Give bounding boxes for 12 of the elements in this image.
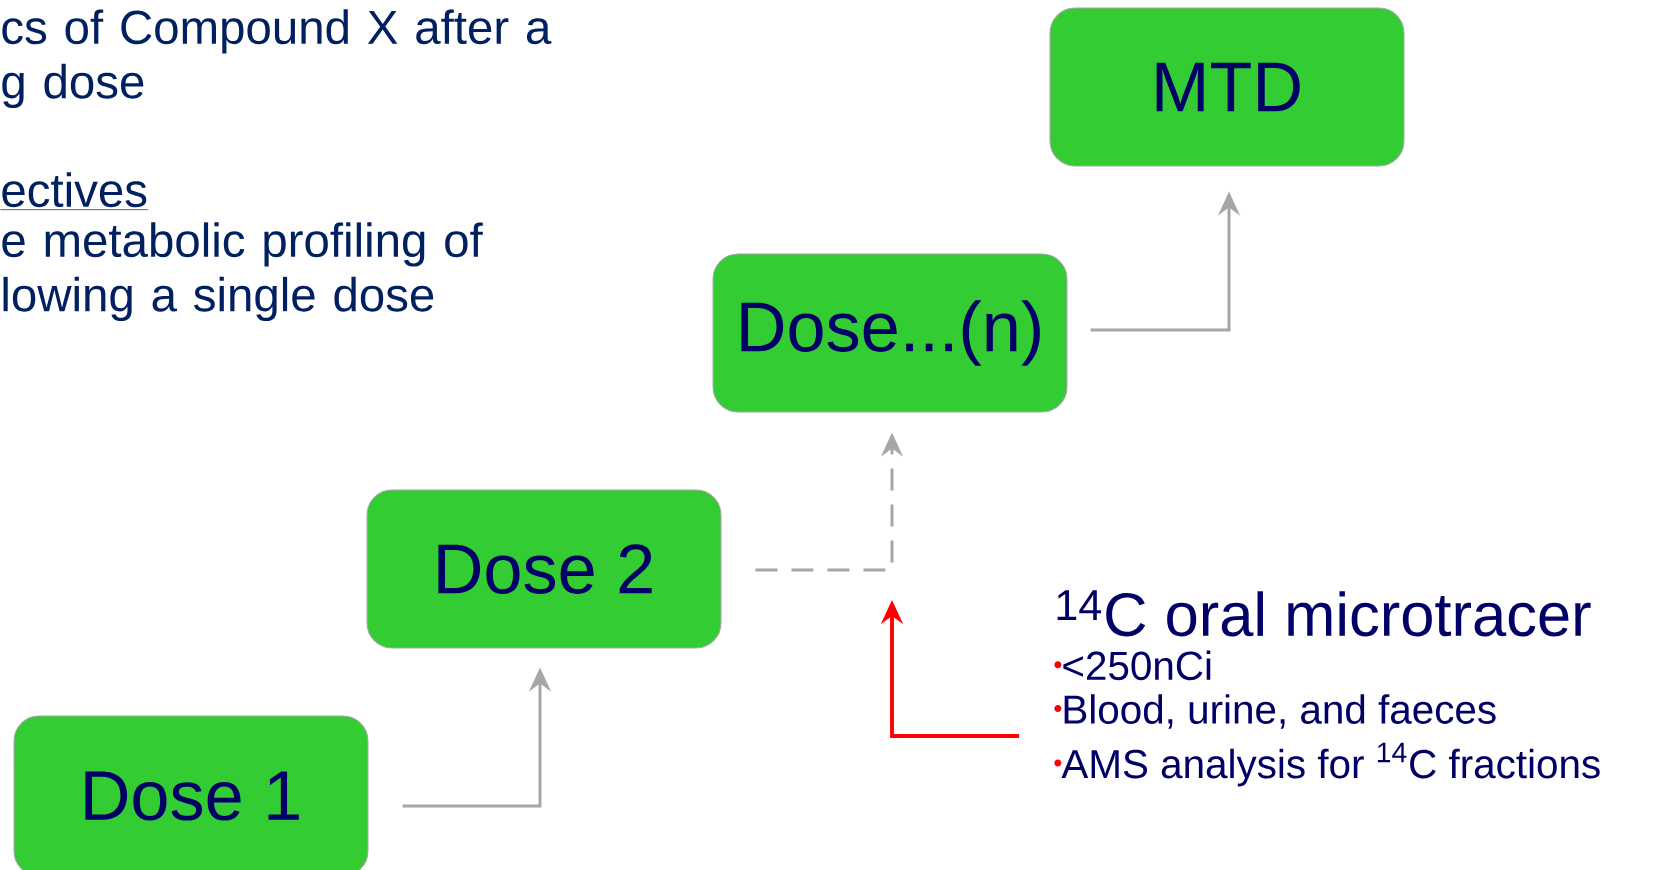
dose-box: MTD: [1049, 7, 1405, 167]
bullet-list: $^{14}$C oral microtracer <250nCi Blood, urine, and faeces AMS analysis for $^{14}$C fractions: [1054, 590, 1600, 787]
dose-box: Dose 1: [13, 715, 369, 870]
node-label: Blood, urine, and faeces: [1064, 694, 1496, 729]
dose-box: Dose 2: [366, 489, 722, 649]
body-text: e metabolic profiling of lowing a single dose: [2, 222, 483, 322]
heading-text: ectives: [0, 172, 149, 210]
node-label: $^{14}$C oral microtracer: [1057, 590, 1591, 637]
body-text: cs of Compound X after a g dose: [2, 9, 552, 109]
dose-box: Dose...(n): [712, 253, 1068, 413]
node-label: AMS analysis for $^{14}$C fractions: [1061, 742, 1600, 787]
node-label: <250nCi: [1063, 650, 1211, 681]
